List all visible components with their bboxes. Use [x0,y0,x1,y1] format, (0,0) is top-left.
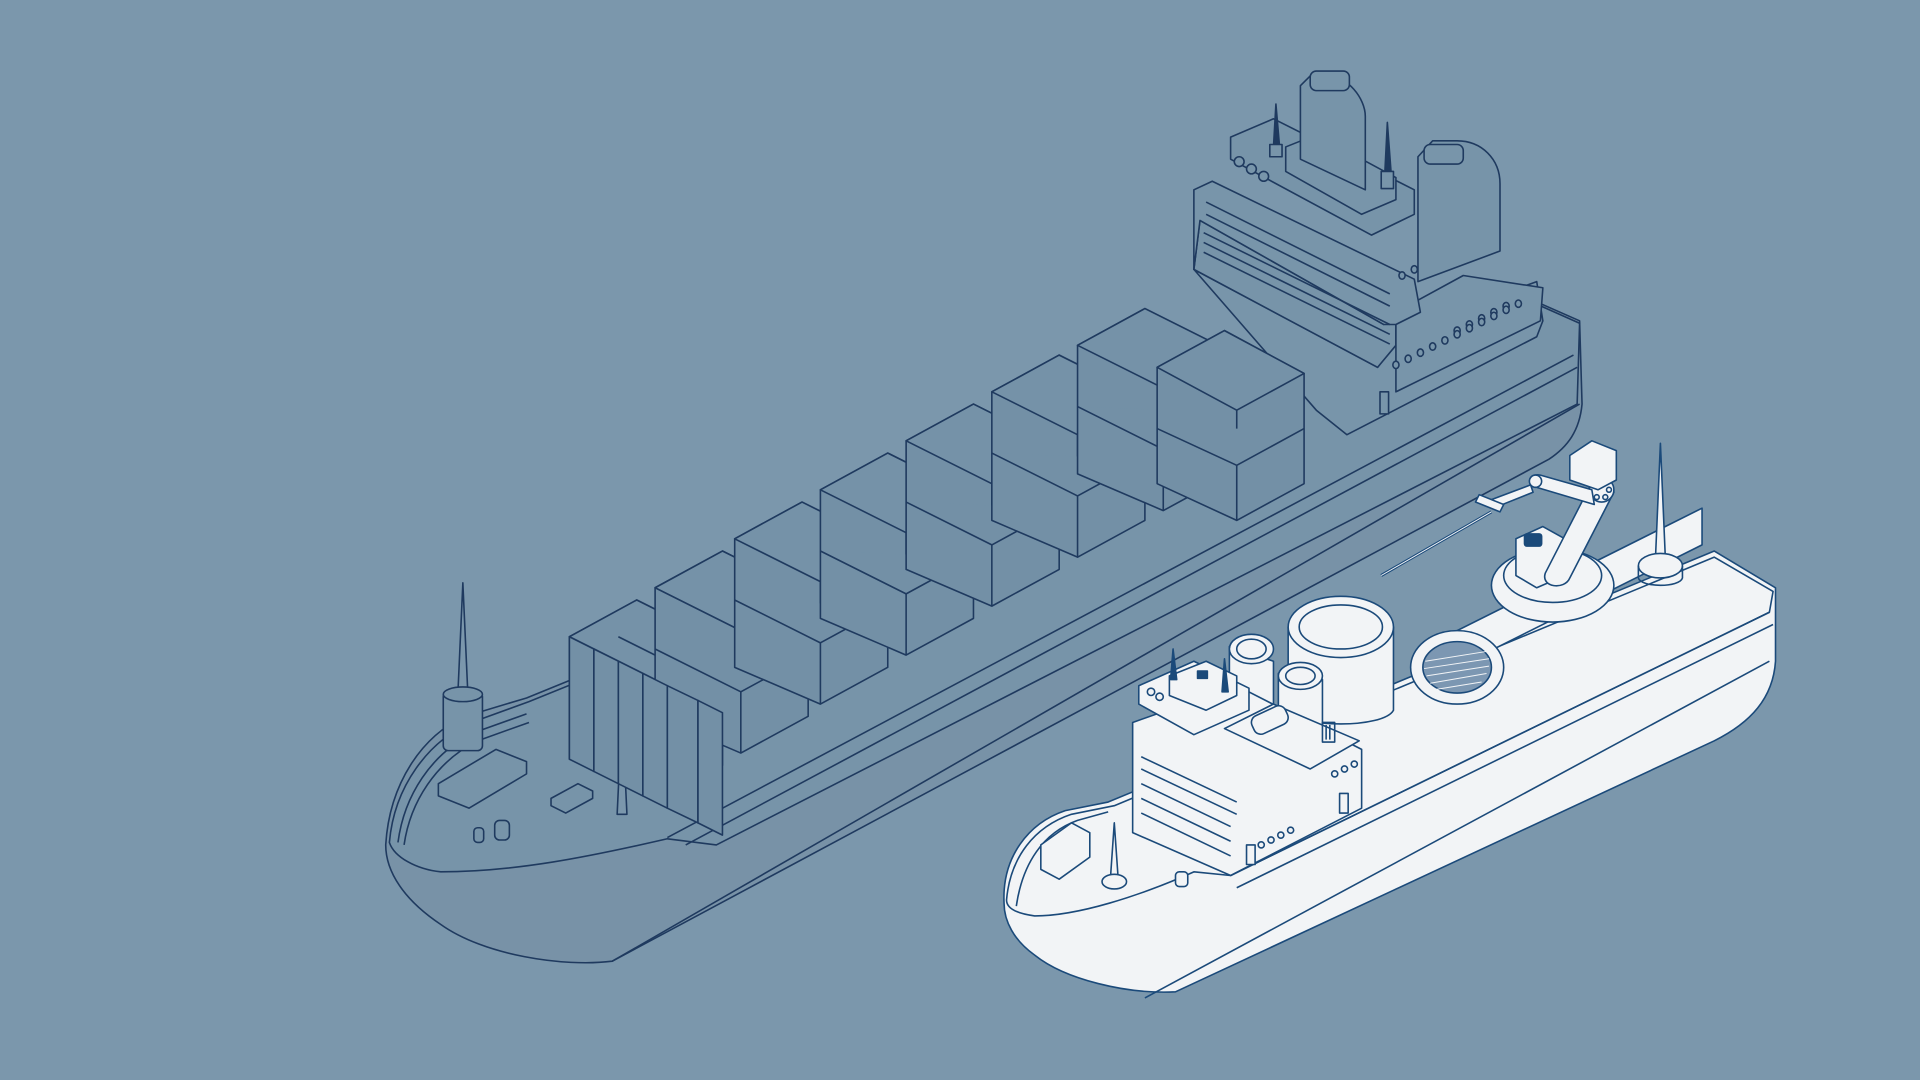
funnel-2-icon [1417,140,1501,283]
research-bridge-windows [1140,756,1238,857]
bridge-antenna-2-base [1380,170,1395,190]
research-vessel-waterline [1144,660,1770,999]
bridge-dome-3 [1257,170,1270,183]
research-bow-bollard [1174,871,1189,888]
crane-cable-inner [1380,511,1492,576]
container-stacks [568,307,1305,836]
research-bridge-cabin [1168,660,1238,712]
funnel-small-2-rim [1284,666,1316,686]
aft-mast-base-side [1637,565,1684,587]
bridge-dome-2 [1245,163,1258,175]
superstructure-portholes [1392,246,1523,370]
research-superstructure-vent-icon [1321,721,1336,743]
bow-bollard-1 [473,826,485,844]
container-ship-deck-stripe-2 [685,366,1578,846]
research-vessel-deck-stripe-2 [1236,623,1774,889]
research-bridge-vent [1196,670,1209,680]
superstructure-door [1379,391,1390,415]
research-door-2 [1245,844,1256,866]
funnel-large-rim [1298,604,1384,650]
research-antenna-1-icon [1169,648,1178,681]
research-vessel-gunwale [1015,811,1109,907]
crane-elbow-icon [1528,474,1543,489]
research-bridge-dome-2 [1155,692,1165,702]
helipad-hatch-icon [1422,640,1493,694]
crane-housing [1569,440,1618,491]
funnel-small-1-rim [1235,638,1267,660]
bow-mast-base-top [442,686,484,703]
container-ship [384,70,1583,964]
research-door-1 [1338,792,1349,814]
aft-mast-base [1637,552,1684,579]
research-bow-box [1040,822,1091,880]
bow-bollard-2 [493,819,511,841]
crane-gripper-bar [1474,493,1505,513]
container-ship-deck-stripe [666,354,1574,839]
container-ship-waterline [611,403,1580,962]
research-superstructure-hatch [1250,704,1289,736]
research-vessel-deck-stripe [1230,611,1770,877]
research-vent-slats [1325,724,1331,740]
research-bridge-dome-1 [1146,687,1156,697]
bow-winch-box [437,748,528,809]
bow-small-box [550,782,594,814]
research-portholes [1257,760,1359,849]
funnel-2-cap [1423,143,1465,165]
research-bow-mast-base [1101,873,1128,890]
funnel-1-cap [1309,70,1351,92]
helipad-hatching [1424,650,1490,690]
bridge-windows [1203,201,1391,345]
crane-control-panel-icon [1523,533,1543,547]
bridge-dome-1 [1233,155,1245,168]
research-antenna-2-icon [1221,657,1229,693]
bridge-antenna-1-base [1269,143,1283,158]
research-vessel [1003,440,1777,999]
